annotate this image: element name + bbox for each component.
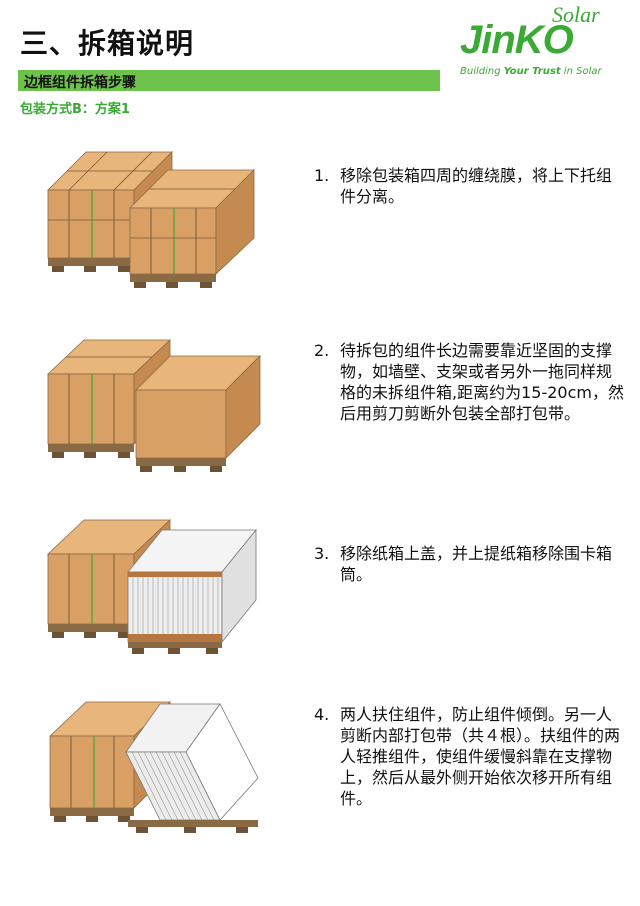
- strapped-box: [46, 339, 172, 458]
- step-1-illustration: [47, 151, 255, 288]
- unstrapped-box: [135, 355, 261, 472]
- section-header-bar: 边框组件拆箱步骤: [18, 70, 440, 91]
- closed-box-left: [46, 519, 172, 638]
- tilted-modules: [125, 703, 259, 833]
- step-2-number: 2.: [314, 341, 330, 360]
- step-1-text: 1. 移除包装箱四周的缠绕膜，将上下托组件分离。: [314, 165, 624, 207]
- module-stack: [127, 528, 257, 654]
- step-4-description: 两人扶住组件，防止组件倾倒。另一人剪断内部打包带（共４根）。扶组件的两人轻推组件…: [340, 705, 621, 808]
- logo-brand-text: JinKO: [460, 18, 574, 62]
- logo-tagline: Building Your Trust in Solar: [460, 66, 602, 77]
- step-2-illustration: [46, 339, 261, 472]
- jinko-logo: Solar JinKO Building Your Trust in Solar: [456, 2, 626, 82]
- step-3-illustration: [46, 519, 257, 654]
- closed-box-right: [129, 169, 255, 288]
- step-4-text: 4. 两人扶住组件，防止组件倾倒。另一人剪断内部打包带（共４根）。扶组件的两人轻…: [314, 704, 624, 809]
- step-4-illustration: [48, 701, 259, 833]
- step-3-text: 3. 移除纸箱上盖，并上提纸箱移除围卡箱筒。: [314, 543, 624, 585]
- step-3-number: 3.: [314, 544, 330, 563]
- section-header-label: 边框组件拆箱步骤: [24, 75, 136, 91]
- step-4-number: 4.: [314, 705, 330, 724]
- page-title: 三、拆箱说明: [20, 27, 195, 60]
- packaging-method-subtitle: 包装方式B：方案1: [20, 102, 130, 117]
- step-2-description: 待拆包的组件长边需要靠近坚固的支撑物，如墙壁、支架或者另外一拖同样规格的未拆组件…: [340, 341, 624, 423]
- step-1-description: 移除包装箱四周的缠绕膜，将上下托组件分离。: [340, 166, 613, 206]
- step-2-text: 2. 待拆包的组件长边需要靠近坚固的支撑物，如墙壁、支架或者另外一拖同样规格的未…: [314, 340, 624, 424]
- step-3-description: 移除纸箱上盖，并上提纸箱移除围卡箱筒。: [340, 544, 613, 584]
- step-1-number: 1.: [314, 166, 330, 185]
- logo-solar-text: Solar: [552, 2, 600, 27]
